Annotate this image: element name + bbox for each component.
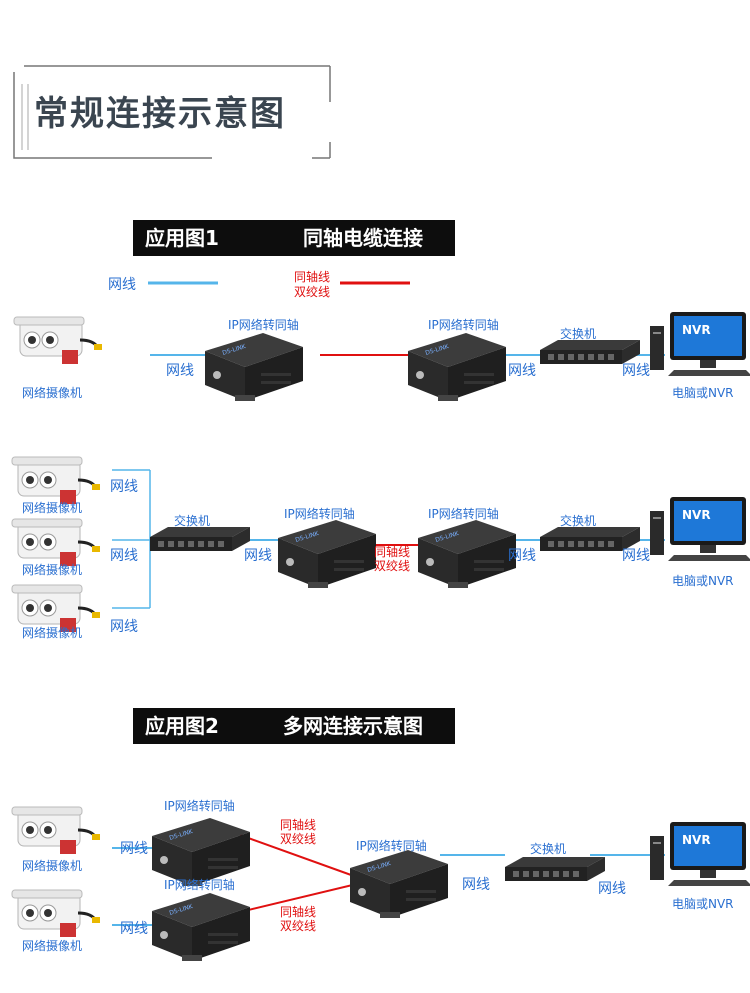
camera-label: 网络摄像机	[22, 939, 83, 953]
coax-label: 同轴线	[280, 818, 317, 832]
nvr-screen-text: NVR	[682, 833, 711, 847]
twisted-label: 双绞线	[280, 919, 317, 933]
camera-label: 网络摄像机	[22, 386, 83, 400]
nvr-screen-text: NVR	[682, 508, 711, 522]
net-label: 网线	[622, 363, 650, 379]
nvr-screen-text: NVR	[682, 323, 711, 337]
camera-label: 网络摄像机	[22, 563, 83, 577]
page-title: 常规连接示意图	[34, 94, 286, 134]
net-label: 网线	[508, 363, 536, 379]
net-label: 网线	[462, 877, 490, 893]
twisted-label: 双绞线	[280, 832, 317, 846]
pc-nvr-label: 电脑或NVR	[672, 386, 734, 400]
banner-app1: 应用图1 同轴电缆连接	[133, 220, 455, 256]
converter-label: IP网络转同轴	[228, 318, 299, 332]
title-frame	[12, 62, 332, 160]
switch-label: 交换机	[174, 514, 211, 528]
banner-app1-left: 应用图1	[145, 226, 219, 250]
legend-net-label: 网线	[108, 277, 136, 293]
net-label: 网线	[120, 841, 148, 857]
banner-app2-right: 多网连接示意图	[283, 714, 423, 738]
camera-label: 网络摄像机	[22, 626, 83, 640]
converter-label: IP网络转同轴	[428, 507, 499, 521]
net-label: 网线	[244, 548, 272, 564]
twisted-label: 双绞线	[374, 559, 411, 573]
legend-twisted-label: 双绞线	[294, 285, 331, 299]
converter-label: IP网络转同轴	[428, 318, 499, 332]
banner-app2-left: 应用图2	[145, 714, 219, 738]
banner-app2: 应用图2 多网连接示意图	[133, 708, 455, 744]
pc-nvr-label: 电脑或NVR	[672, 897, 734, 911]
net-label: 网线	[110, 479, 138, 495]
net-label: 网线	[110, 548, 138, 564]
converter-label: IP网络转同轴	[284, 507, 355, 521]
converter-label: IP网络转同轴	[164, 878, 235, 892]
converter-label: IP网络转同轴	[164, 799, 235, 813]
coax-label: 同轴线	[280, 905, 317, 919]
net-label: 网线	[166, 363, 194, 379]
switch-label: 交换机	[530, 842, 567, 856]
switch-label: 交换机	[560, 327, 597, 341]
net-label: 网线	[110, 619, 138, 635]
camera-label: 网络摄像机	[22, 501, 83, 515]
title-frame-lines	[13, 65, 331, 159]
camera-label: 网络摄像机	[22, 859, 83, 873]
legend-coax-label: 同轴线	[294, 270, 331, 284]
net-label: 网线	[598, 881, 626, 897]
net-label: 网线	[622, 548, 650, 564]
net-label: 网线	[508, 548, 536, 564]
banner-app1-right: 同轴电缆连接	[303, 226, 423, 250]
net-label: 网线	[120, 921, 148, 937]
switch-label: 交换机	[560, 514, 597, 528]
pc-nvr-label: 电脑或NVR	[672, 574, 734, 588]
converter-label: IP网络转同轴	[356, 839, 427, 853]
coax-label: 同轴线	[374, 545, 411, 559]
